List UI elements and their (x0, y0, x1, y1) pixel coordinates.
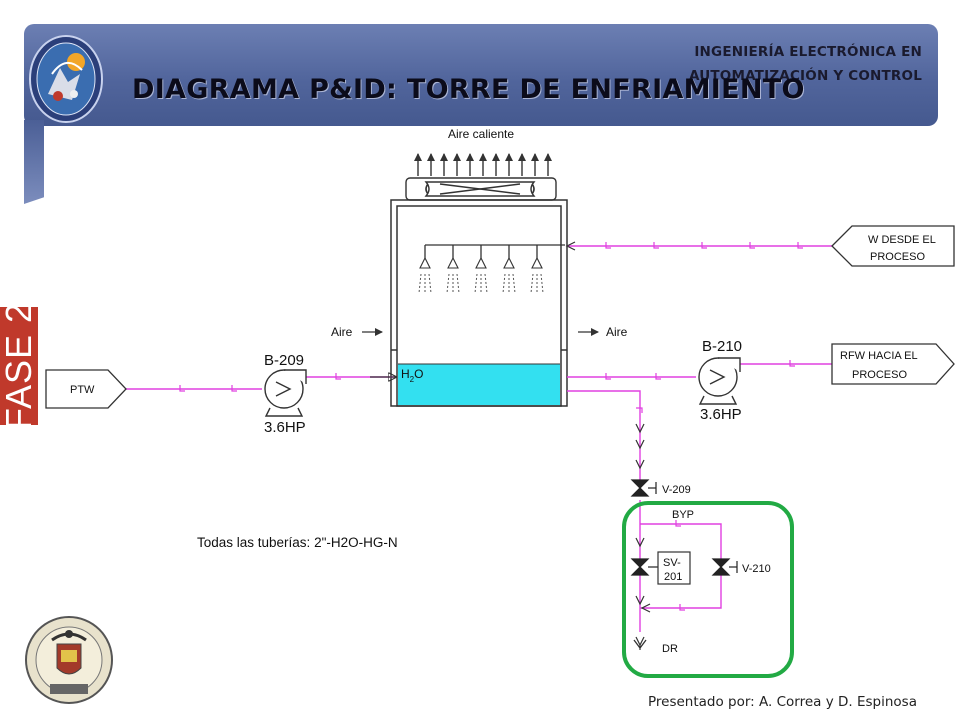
ptw-source-box (45, 369, 127, 409)
drain-icon (633, 639, 647, 650)
pump-b209-tag: B-209 (264, 352, 304, 369)
presenter-credit: Presentado por: A. Correa y D. Espinosa (648, 694, 917, 710)
process-outlet-line2: PROCESO (852, 369, 907, 381)
solenoid-line1: SV- (663, 557, 681, 569)
espe-electronics-logo (29, 35, 103, 123)
hot-air-label: Aire caliente (448, 127, 514, 141)
solenoid-line2: 201 (664, 571, 682, 583)
cooling-tower (390, 199, 568, 407)
valve-v210-icon (711, 558, 738, 576)
water-label: H2O (401, 367, 423, 384)
pump-b210-tag: B-210 (702, 338, 742, 355)
water-basin (398, 364, 560, 405)
institution-name: INGENIERÍA ELECTRÓNICA EN AUTOMATIZACIÓN… (640, 40, 922, 88)
water-o: O (414, 367, 423, 381)
pump-b210-icon (698, 357, 741, 405)
pump-b209-icon (264, 369, 307, 417)
pipe-signal-ticks (179, 242, 803, 611)
hot-air-arrows (414, 153, 552, 176)
process-outlet-box (831, 343, 955, 385)
espe-university-seal (25, 616, 113, 704)
solenoid-valve-icon (630, 558, 658, 576)
water-h: H (401, 367, 410, 381)
process-inlet-line1: W DESDE EL (868, 234, 936, 246)
ptw-label: PTW (70, 384, 95, 396)
drain-label: DR (662, 643, 678, 655)
process-inlet-box (831, 225, 955, 267)
water-subscript: 2 (410, 375, 415, 384)
slide-title: DIAGRAMA P&ID: TORRE DE ENFRIAMIENTO (132, 74, 805, 105)
header-banner (24, 24, 938, 126)
air-in-label: Aire (331, 325, 353, 339)
banner-tail (24, 120, 44, 204)
phase-tab: FASE 2 (0, 302, 39, 430)
pump-b209-power: 3.6HP (264, 419, 306, 436)
institution-line-2: AUTOMATIZACIÓN Y CONTROL (688, 68, 922, 84)
valve-v209-label: V-209 (662, 484, 691, 496)
spray-header (424, 244, 565, 258)
spray-droplets (418, 273, 544, 294)
valve-v210-label: V-210 (742, 563, 771, 575)
solenoid-box (657, 551, 691, 585)
fan-icon (425, 183, 535, 195)
process-inlet-line2: PROCESO (870, 251, 925, 263)
air-out-label: Aire (606, 325, 628, 339)
flow-arrow-spray-inlet (565, 241, 576, 251)
institution-line-1: INGENIERÍA ELECTRÓNICA EN (694, 44, 922, 60)
flow-arrows (635, 423, 651, 650)
bypass-highlight-box (622, 501, 794, 678)
pump-b210-power: 3.6HP (700, 406, 742, 423)
process-outlet-line1: RFW HACIA EL (840, 350, 918, 362)
piping-note: Todas las tuberías: 2"-H2O-HG-N (197, 535, 398, 550)
valve-v209-icon (630, 479, 657, 497)
bypass-label: BYP (672, 509, 694, 521)
spray-nozzles (419, 256, 543, 269)
